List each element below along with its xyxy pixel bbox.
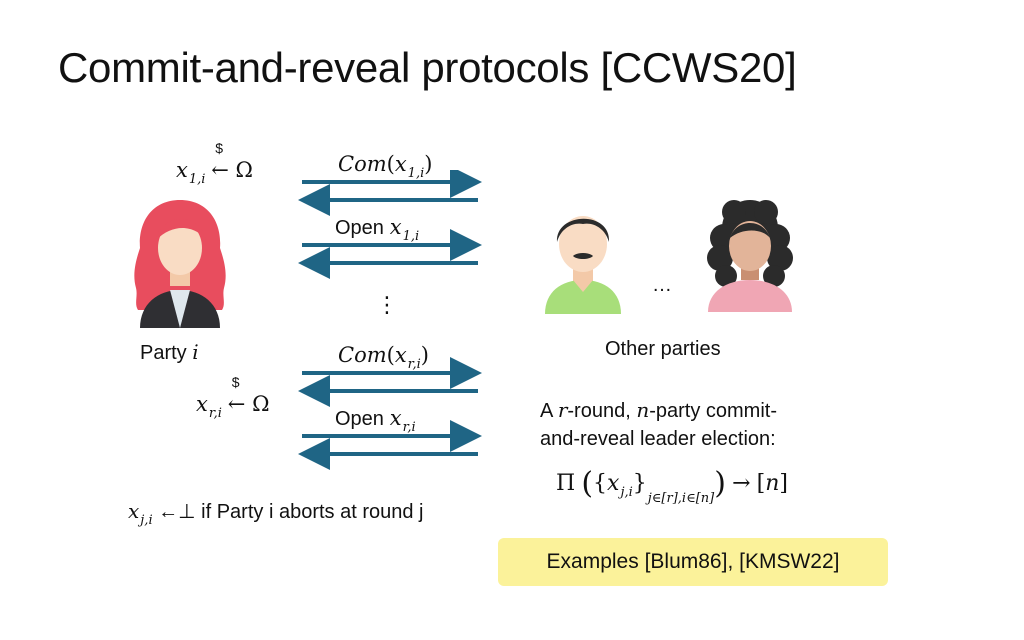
party-i-label: Party i xyxy=(140,340,199,364)
other-party-woman-avatar xyxy=(707,200,793,312)
msg-open-round-r: Open xr,i xyxy=(335,406,416,435)
message-arrows xyxy=(298,170,482,470)
sample-round-r: xr,i $← Ω xyxy=(196,374,270,421)
protocol-description-line2: and-reveal leader election: xyxy=(540,428,776,450)
other-party-man-avatar xyxy=(545,216,621,314)
party-i-avatar xyxy=(134,200,226,328)
msg-com-first: Com(x1,i) xyxy=(338,152,433,181)
vertical-ellipsis: ⋮ xyxy=(376,292,398,317)
parties-ellipsis: … xyxy=(652,274,672,296)
sample-first-round: x1,i $← Ω xyxy=(176,140,253,187)
other-parties-label: Other parties xyxy=(605,338,721,360)
msg-open-first: Open x1,i xyxy=(335,215,420,244)
examples-badge: Examples [Blum86], [KMSW22] xyxy=(498,538,888,586)
examples-text: Examples [Blum86], [KMSW22] xyxy=(546,550,840,573)
msg-com-round-r: Com(xr,i) xyxy=(338,343,429,372)
slide-title: Commit-and-reveal protocols [CCWS20] xyxy=(58,44,797,91)
protocol-description-line1: A r-round, n-party commit- xyxy=(540,398,777,422)
election-formula: Π ({xj,i}j∈[r],i∈[n]) → [n] xyxy=(556,466,788,506)
dollar-mark: $ xyxy=(215,140,224,156)
abort-rule: xj,i ←⊥ if Party i aborts at round j xyxy=(128,499,424,528)
dollar-mark: $ xyxy=(231,374,240,390)
